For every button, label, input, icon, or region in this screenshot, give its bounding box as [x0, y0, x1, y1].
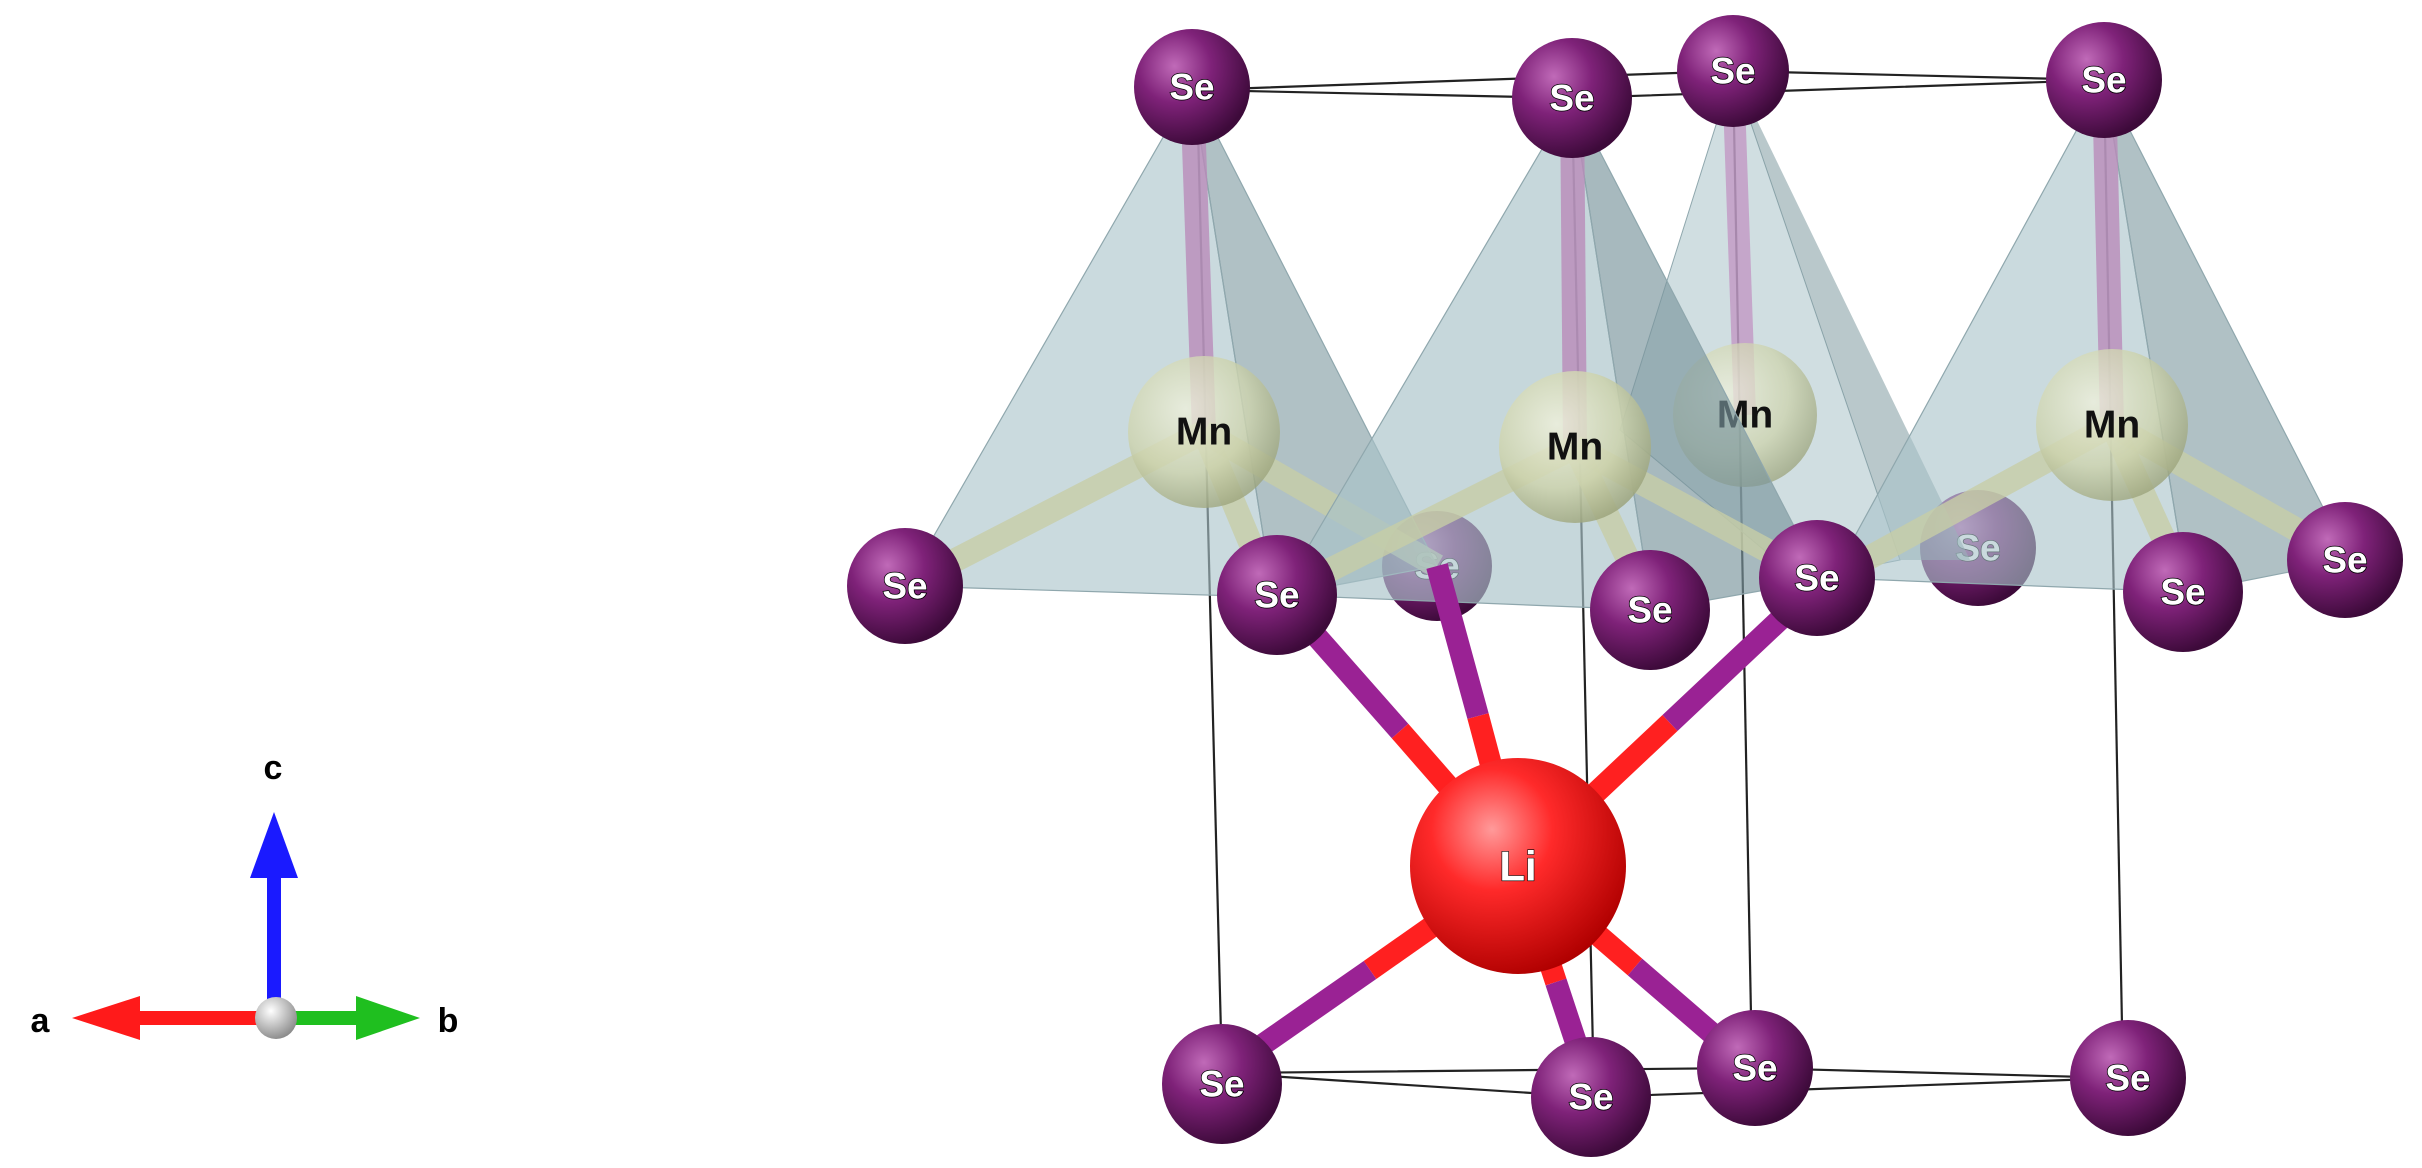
svg-text:Se: Se: [1169, 67, 1214, 108]
svg-text:Mn: Mn: [2084, 404, 2140, 447]
mn-tetrahedron: Mn: [1826, 78, 2356, 597]
li-atom: Li: [1410, 758, 1626, 974]
axis-c-label: c: [264, 749, 283, 787]
svg-text:Se: Se: [2105, 1058, 2150, 1099]
se-atom: Se: [2070, 1020, 2186, 1136]
se-atom: Se: [1531, 1037, 1651, 1157]
axis-b-label: b: [438, 1002, 459, 1040]
svg-text:Se: Se: [1568, 1077, 1613, 1118]
se-atom: Se: [1217, 535, 1337, 655]
svg-text:Se: Se: [2322, 540, 2367, 581]
axis-b-arrow: [282, 996, 420, 1040]
se-atom: Se: [1512, 38, 1632, 158]
se-atom: Se: [1590, 550, 1710, 670]
svg-text:Se: Se: [1794, 558, 1839, 599]
se-atom: Se: [2046, 22, 2162, 138]
svg-text:Se: Se: [2081, 60, 2126, 101]
mn-atom: Mn: [1128, 356, 1280, 508]
cell-top-face: [1196, 69, 2105, 100]
mn-atom: Mn: [1499, 371, 1651, 523]
svg-text:Se: Se: [1199, 1064, 1244, 1105]
se-atom: Se: [1162, 1024, 1282, 1144]
axis-c-arrow: [250, 812, 298, 1008]
svg-text:Mn: Mn: [1547, 426, 1603, 469]
se-atom: Se: [1134, 29, 1250, 145]
se-atom: Se: [2287, 502, 2403, 618]
se-atom: Se: [847, 528, 963, 644]
axis-origin: [255, 997, 297, 1039]
cell-bottom-face: [1221, 1066, 2124, 1099]
svg-text:Li: Li: [1499, 843, 1536, 890]
svg-text:Se: Se: [1627, 590, 1672, 631]
se-atom: Se: [1677, 15, 1789, 127]
mn-atom: Mn: [2036, 349, 2188, 501]
svg-text:Mn: Mn: [1176, 411, 1232, 454]
svg-text:Se: Se: [1732, 1048, 1777, 1089]
svg-text:Se: Se: [2160, 572, 2205, 613]
svg-text:Se: Se: [1710, 51, 1755, 92]
axis-triad: c a b: [31, 749, 459, 1040]
se-atom: Se: [2123, 532, 2243, 652]
axis-a-label: a: [31, 1002, 51, 1040]
mn-tetrahedron: Mn: [1274, 96, 1828, 616]
se-atom: Se: [1697, 1010, 1813, 1126]
svg-text:Se: Se: [882, 566, 927, 607]
axis-a-arrow: [72, 996, 278, 1040]
svg-text:Se: Se: [1549, 78, 1594, 119]
se-atom: Se: [1759, 520, 1875, 636]
svg-text:Se: Se: [1254, 575, 1299, 616]
